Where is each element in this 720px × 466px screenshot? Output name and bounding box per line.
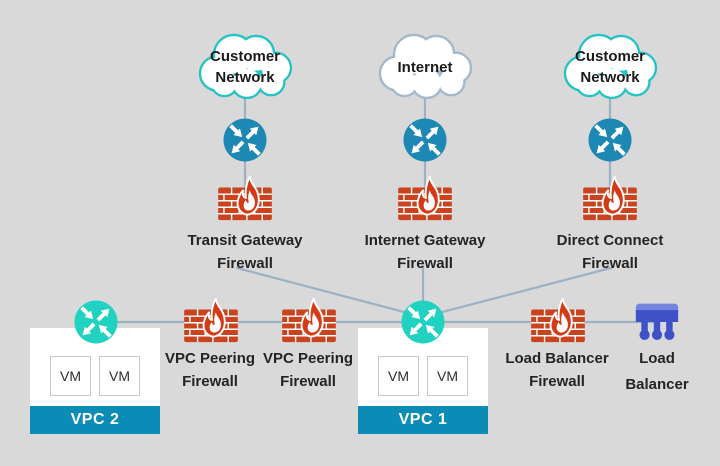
vm-label: VM (109, 368, 130, 384)
cloud-label-customer-left: Customer Network (189, 28, 301, 104)
router-icon (400, 299, 446, 345)
vm-label: VM (437, 368, 458, 384)
label-load-balancer-firewall: Load Balancer Firewall (482, 347, 632, 393)
label-line: Firewall (280, 373, 336, 390)
label-vpc-peering-firewall-1: VPC Peering Firewall (145, 347, 275, 393)
firewall-icon (280, 298, 338, 344)
cloud-text-line: Network (580, 69, 640, 86)
vm-label: VM (60, 368, 81, 384)
firewall-icon (396, 176, 454, 222)
vm-box: VM (427, 356, 468, 396)
vm-box: VM (99, 356, 140, 396)
vpc-1-box: VM VM VPC 1 (358, 328, 488, 434)
vm-box: VM (50, 356, 91, 396)
label-internet-gateway-firewall: Internet Gateway Firewall (330, 229, 520, 275)
label-line: Transit Gateway (187, 232, 303, 249)
vpc-title: VPC 2 (70, 411, 120, 428)
label-line: Firewall (529, 373, 585, 390)
router-icon (587, 117, 633, 163)
cloud-text-line: Customer (574, 48, 645, 65)
label-line: Load Balancer (505, 350, 609, 367)
label-line: Load (639, 350, 675, 367)
label-line: Balancer (625, 376, 689, 393)
cloud-label-internet: Internet (369, 28, 481, 104)
label-transit-gateway-firewall: Transit Gateway Firewall (150, 229, 340, 275)
firewall-icon (182, 298, 240, 344)
cloud-text-line: Internet (397, 58, 453, 76)
label-line: Firewall (582, 255, 638, 272)
firewall-icon (581, 176, 639, 222)
vm-box: VM (378, 356, 419, 396)
vpc-2-title-bar: VPC 2 (30, 406, 160, 434)
cloud-label-customer-right: Customer Network (554, 28, 666, 104)
cloud-text-line: Network (215, 69, 275, 86)
router-icon (73, 299, 119, 345)
label-load-balancer: Load Balancer (602, 346, 712, 398)
router-icon (402, 117, 448, 163)
router-icon (222, 117, 268, 163)
vpc-2-box: VM VM VPC 2 (30, 328, 160, 434)
label-line: Firewall (217, 255, 273, 272)
firewall-icon (216, 176, 274, 222)
vpc-title: VPC 1 (398, 411, 448, 428)
cloud-text-line: Customer (209, 48, 280, 65)
label-line: Firewall (182, 373, 238, 390)
label-direct-connect-firewall: Direct Connect Firewall (515, 229, 705, 275)
label-line: Firewall (397, 255, 453, 272)
label-vpc-peering-firewall-2: VPC Peering Firewall (243, 347, 373, 393)
label-line: Direct Connect (556, 232, 664, 249)
vm-label: VM (388, 368, 409, 384)
firewall-icon (529, 298, 587, 344)
label-line: Internet Gateway (364, 232, 486, 249)
label-line: VPC Peering (262, 350, 354, 367)
label-line: VPC Peering (164, 350, 256, 367)
load-balancer-icon (634, 301, 680, 343)
vpc-1-title-bar: VPC 1 (358, 406, 488, 434)
